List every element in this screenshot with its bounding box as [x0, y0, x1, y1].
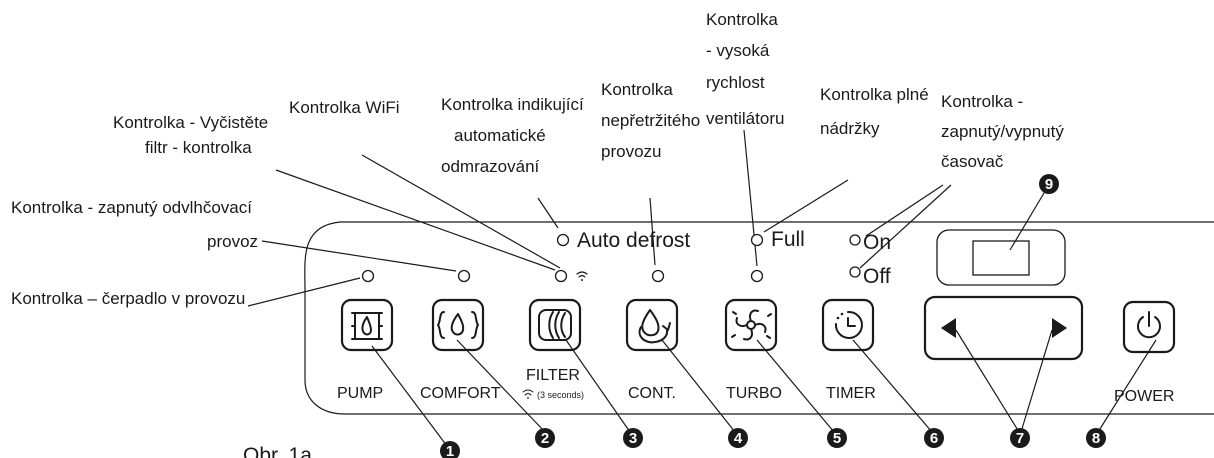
led-clean-filter: [554, 269, 568, 283]
turbo-fan-icon: [731, 309, 772, 341]
led-comfort: [457, 269, 471, 283]
leader-lines: [247, 129, 952, 307]
marker-3: 3: [623, 428, 643, 448]
marker-8: 8: [1086, 428, 1106, 448]
callout-continuous: Kontrolka nepřetržitého provozu: [601, 80, 705, 161]
turbo-label: TURBO: [726, 385, 782, 402]
arrow-buttons[interactable]: [923, 295, 1084, 361]
timer-label: TIMER: [826, 385, 876, 402]
filter-label: FILTER: [526, 367, 580, 384]
timer-button[interactable]: [821, 298, 875, 352]
pump-icon: [351, 312, 383, 340]
power-label: POWER: [1114, 388, 1174, 405]
full-label: Full: [771, 228, 805, 251]
cont-label: CONT.: [628, 385, 676, 402]
cont-button[interactable]: [625, 298, 679, 352]
led-continuous: [651, 269, 665, 283]
led-turbo: [750, 269, 764, 283]
svg-text:2: 2: [541, 430, 549, 447]
led-full: [750, 233, 764, 247]
timer-off-label: Off: [863, 265, 891, 288]
leader-defrost: [537, 197, 559, 229]
callout-defrost: Kontrolka indikující automatické odmrazo…: [441, 95, 588, 176]
led-timer-off: [849, 266, 861, 278]
power-button[interactable]: [1122, 300, 1176, 354]
auto-defrost-label: Auto defrost: [577, 229, 690, 252]
power-icon: [1137, 311, 1161, 339]
marker-2: 2: [535, 428, 555, 448]
marker-5: 5: [827, 428, 847, 448]
pump-button[interactable]: [340, 298, 394, 352]
callout-full: Kontrolka plné nádržky: [820, 85, 933, 138]
filter-button[interactable]: [528, 298, 582, 352]
cont-icon: [638, 309, 671, 344]
comfort-label: COMFORT: [420, 385, 501, 402]
callout-clean-filter: Kontrolka - Vyčistěte filtr - kontrolka: [113, 113, 273, 157]
leader-wifi: [361, 154, 561, 269]
led-timer-on: [849, 234, 861, 246]
panel-outline: [304, 221, 1214, 415]
filter-hold-note: (3 seconds): [537, 390, 584, 400]
indicator-leds: [361, 233, 861, 283]
led-pump: [361, 269, 375, 283]
leader-pump: [247, 277, 361, 307]
leader-continuous: [649, 197, 656, 266]
marker-7: 7: [1010, 428, 1030, 448]
turbo-button[interactable]: [724, 298, 778, 352]
timer-on-label: On: [863, 231, 891, 254]
svg-text:3: 3: [629, 430, 637, 447]
timer-icon: [834, 310, 863, 339]
pump-label: PUMP: [337, 385, 383, 402]
leader-timer-off: [859, 184, 952, 269]
right-arrow-icon[interactable]: [1052, 318, 1067, 338]
marker-6: 6: [924, 428, 944, 448]
svg-text:6: 6: [930, 430, 938, 447]
svg-text:8: 8: [1092, 430, 1100, 447]
comfort-button[interactable]: [431, 298, 485, 352]
left-arrow-icon[interactable]: [941, 318, 956, 338]
marker-1: 1: [440, 441, 460, 458]
led-auto-defrost: [556, 233, 570, 247]
svg-text:1: 1: [446, 443, 454, 458]
svg-text:7: 7: [1016, 430, 1024, 447]
wifi-icon: [576, 271, 588, 281]
leader-dehumidify: [261, 240, 457, 272]
leader-full: [763, 179, 849, 233]
figure-caption: Obr. 1a: [243, 444, 312, 458]
svg-text:5: 5: [833, 430, 841, 447]
display-window: [936, 229, 1066, 286]
leader-timer-on: [865, 184, 944, 237]
callout-pump: Kontrolka – čerpadlo v provozu: [11, 289, 245, 308]
svg-text:9: 9: [1045, 176, 1053, 193]
svg-text:4: 4: [734, 430, 743, 447]
number-pointers: [371, 187, 1157, 447]
callout-timer: Kontrolka - zapnutý/vypnutý časovač: [941, 92, 1069, 171]
callout-turbo: Kontrolka - vysoká rychlost ventilátoru: [706, 10, 784, 128]
comfort-icon: [437, 311, 479, 339]
leader-clean-filter: [275, 169, 556, 271]
marker-4: 4: [728, 428, 748, 448]
filter-icon: [538, 309, 572, 341]
filter-wifi-icon: [522, 389, 534, 399]
marker-9: 9: [1039, 174, 1059, 194]
callout-wifi: Kontrolka WiFi: [289, 98, 400, 117]
callout-dehumidify: Kontrolka - zapnutý odvlhčovací provoz: [11, 198, 258, 251]
